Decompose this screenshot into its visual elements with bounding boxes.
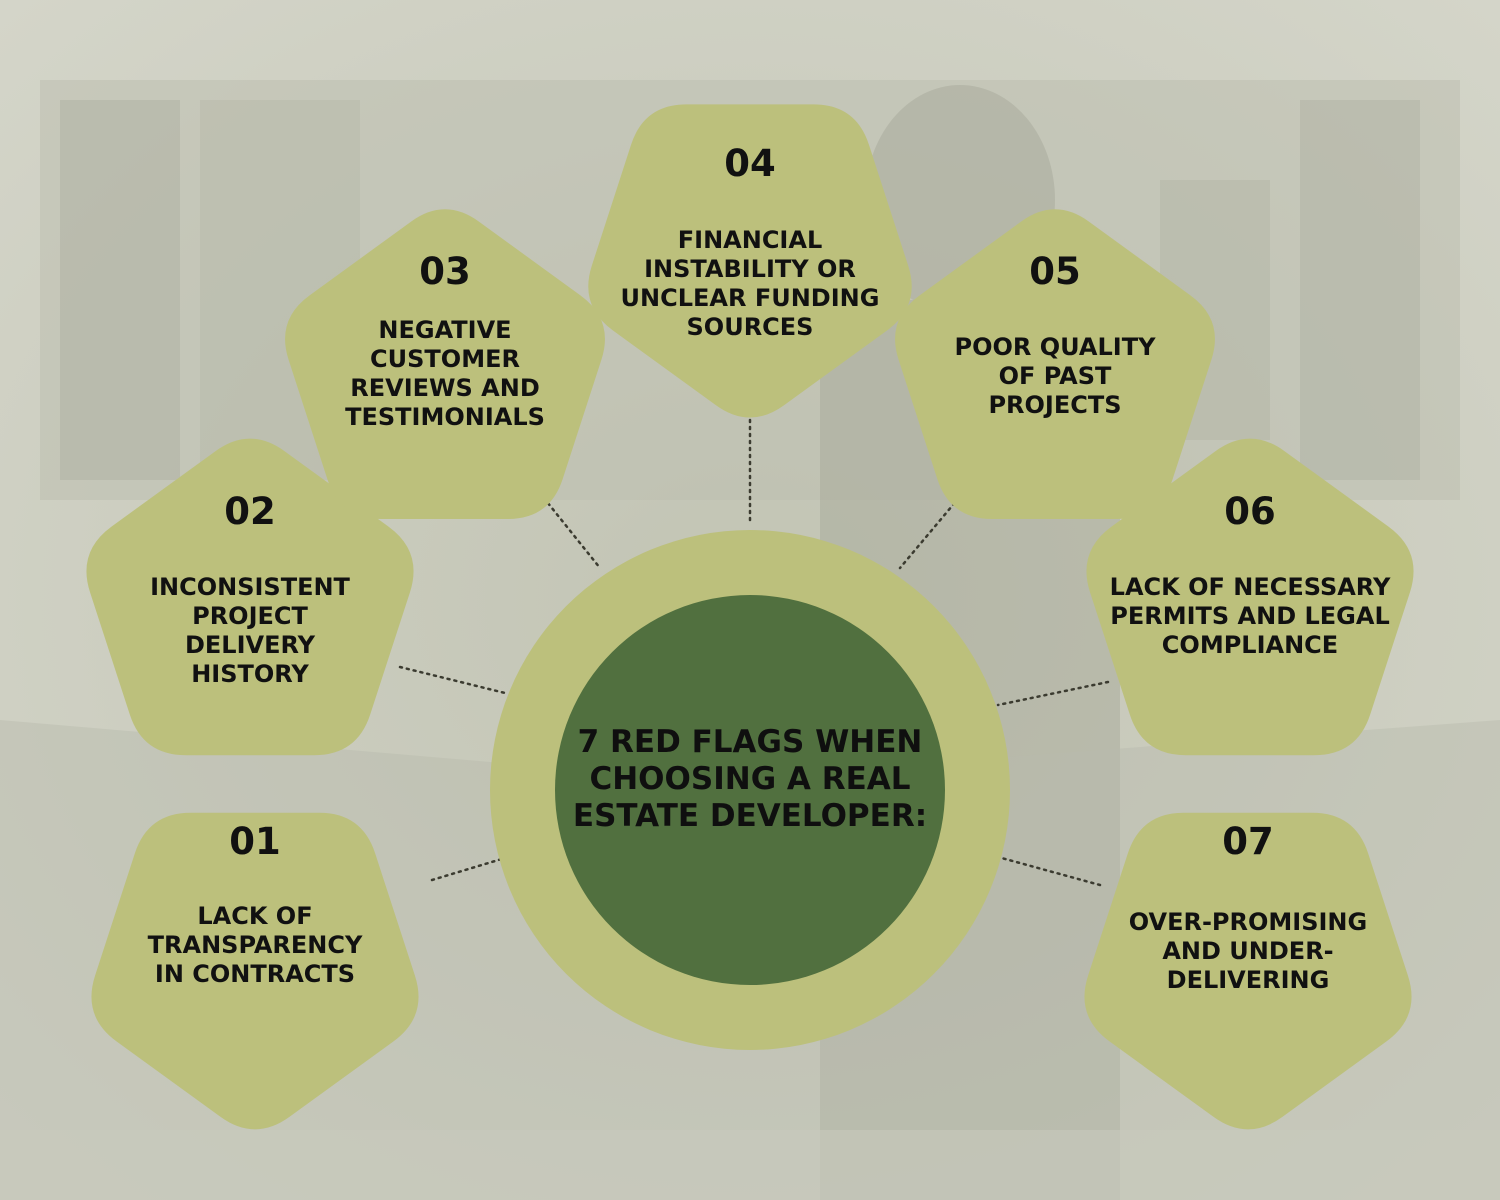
connector-line-01 bbox=[432, 858, 505, 880]
connector-line-02 bbox=[400, 667, 505, 693]
flag-text-03: NEGATIVE CUSTOMER REVIEWS AND TESTIMONIA… bbox=[325, 316, 565, 432]
connector-line-07 bbox=[998, 857, 1100, 885]
flag-text-07: OVER-PROMISING AND UNDER-DELIVERING bbox=[1128, 908, 1368, 995]
flag-number-01: 01 bbox=[155, 820, 355, 864]
flag-text-02: INCONSISTENT PROJECT DELIVERY HISTORY bbox=[130, 573, 370, 689]
flag-text-01: LACK OF TRANSPARENCY IN CONTRACTS bbox=[135, 902, 375, 989]
flag-text-05: POOR QUALITY OF PAST PROJECTS bbox=[935, 333, 1175, 420]
connector-line-06 bbox=[998, 682, 1108, 705]
flag-number-04: 04 bbox=[650, 142, 850, 186]
flag-text-06: LACK OF NECESSARY PERMITS AND LEGAL COMP… bbox=[1105, 573, 1395, 660]
flag-number-07: 07 bbox=[1148, 820, 1348, 864]
flag-text-04: FINANCIAL INSTABILITY OR UNCLEAR FUNDING… bbox=[605, 226, 895, 342]
flag-number-06: 06 bbox=[1150, 490, 1350, 534]
flag-number-03: 03 bbox=[345, 250, 545, 294]
flag-number-02: 02 bbox=[150, 490, 350, 534]
center-title: 7 RED FLAGS WHEN CHOOSING A REAL ESTATE … bbox=[565, 724, 935, 835]
flag-number-05: 05 bbox=[955, 250, 1155, 294]
